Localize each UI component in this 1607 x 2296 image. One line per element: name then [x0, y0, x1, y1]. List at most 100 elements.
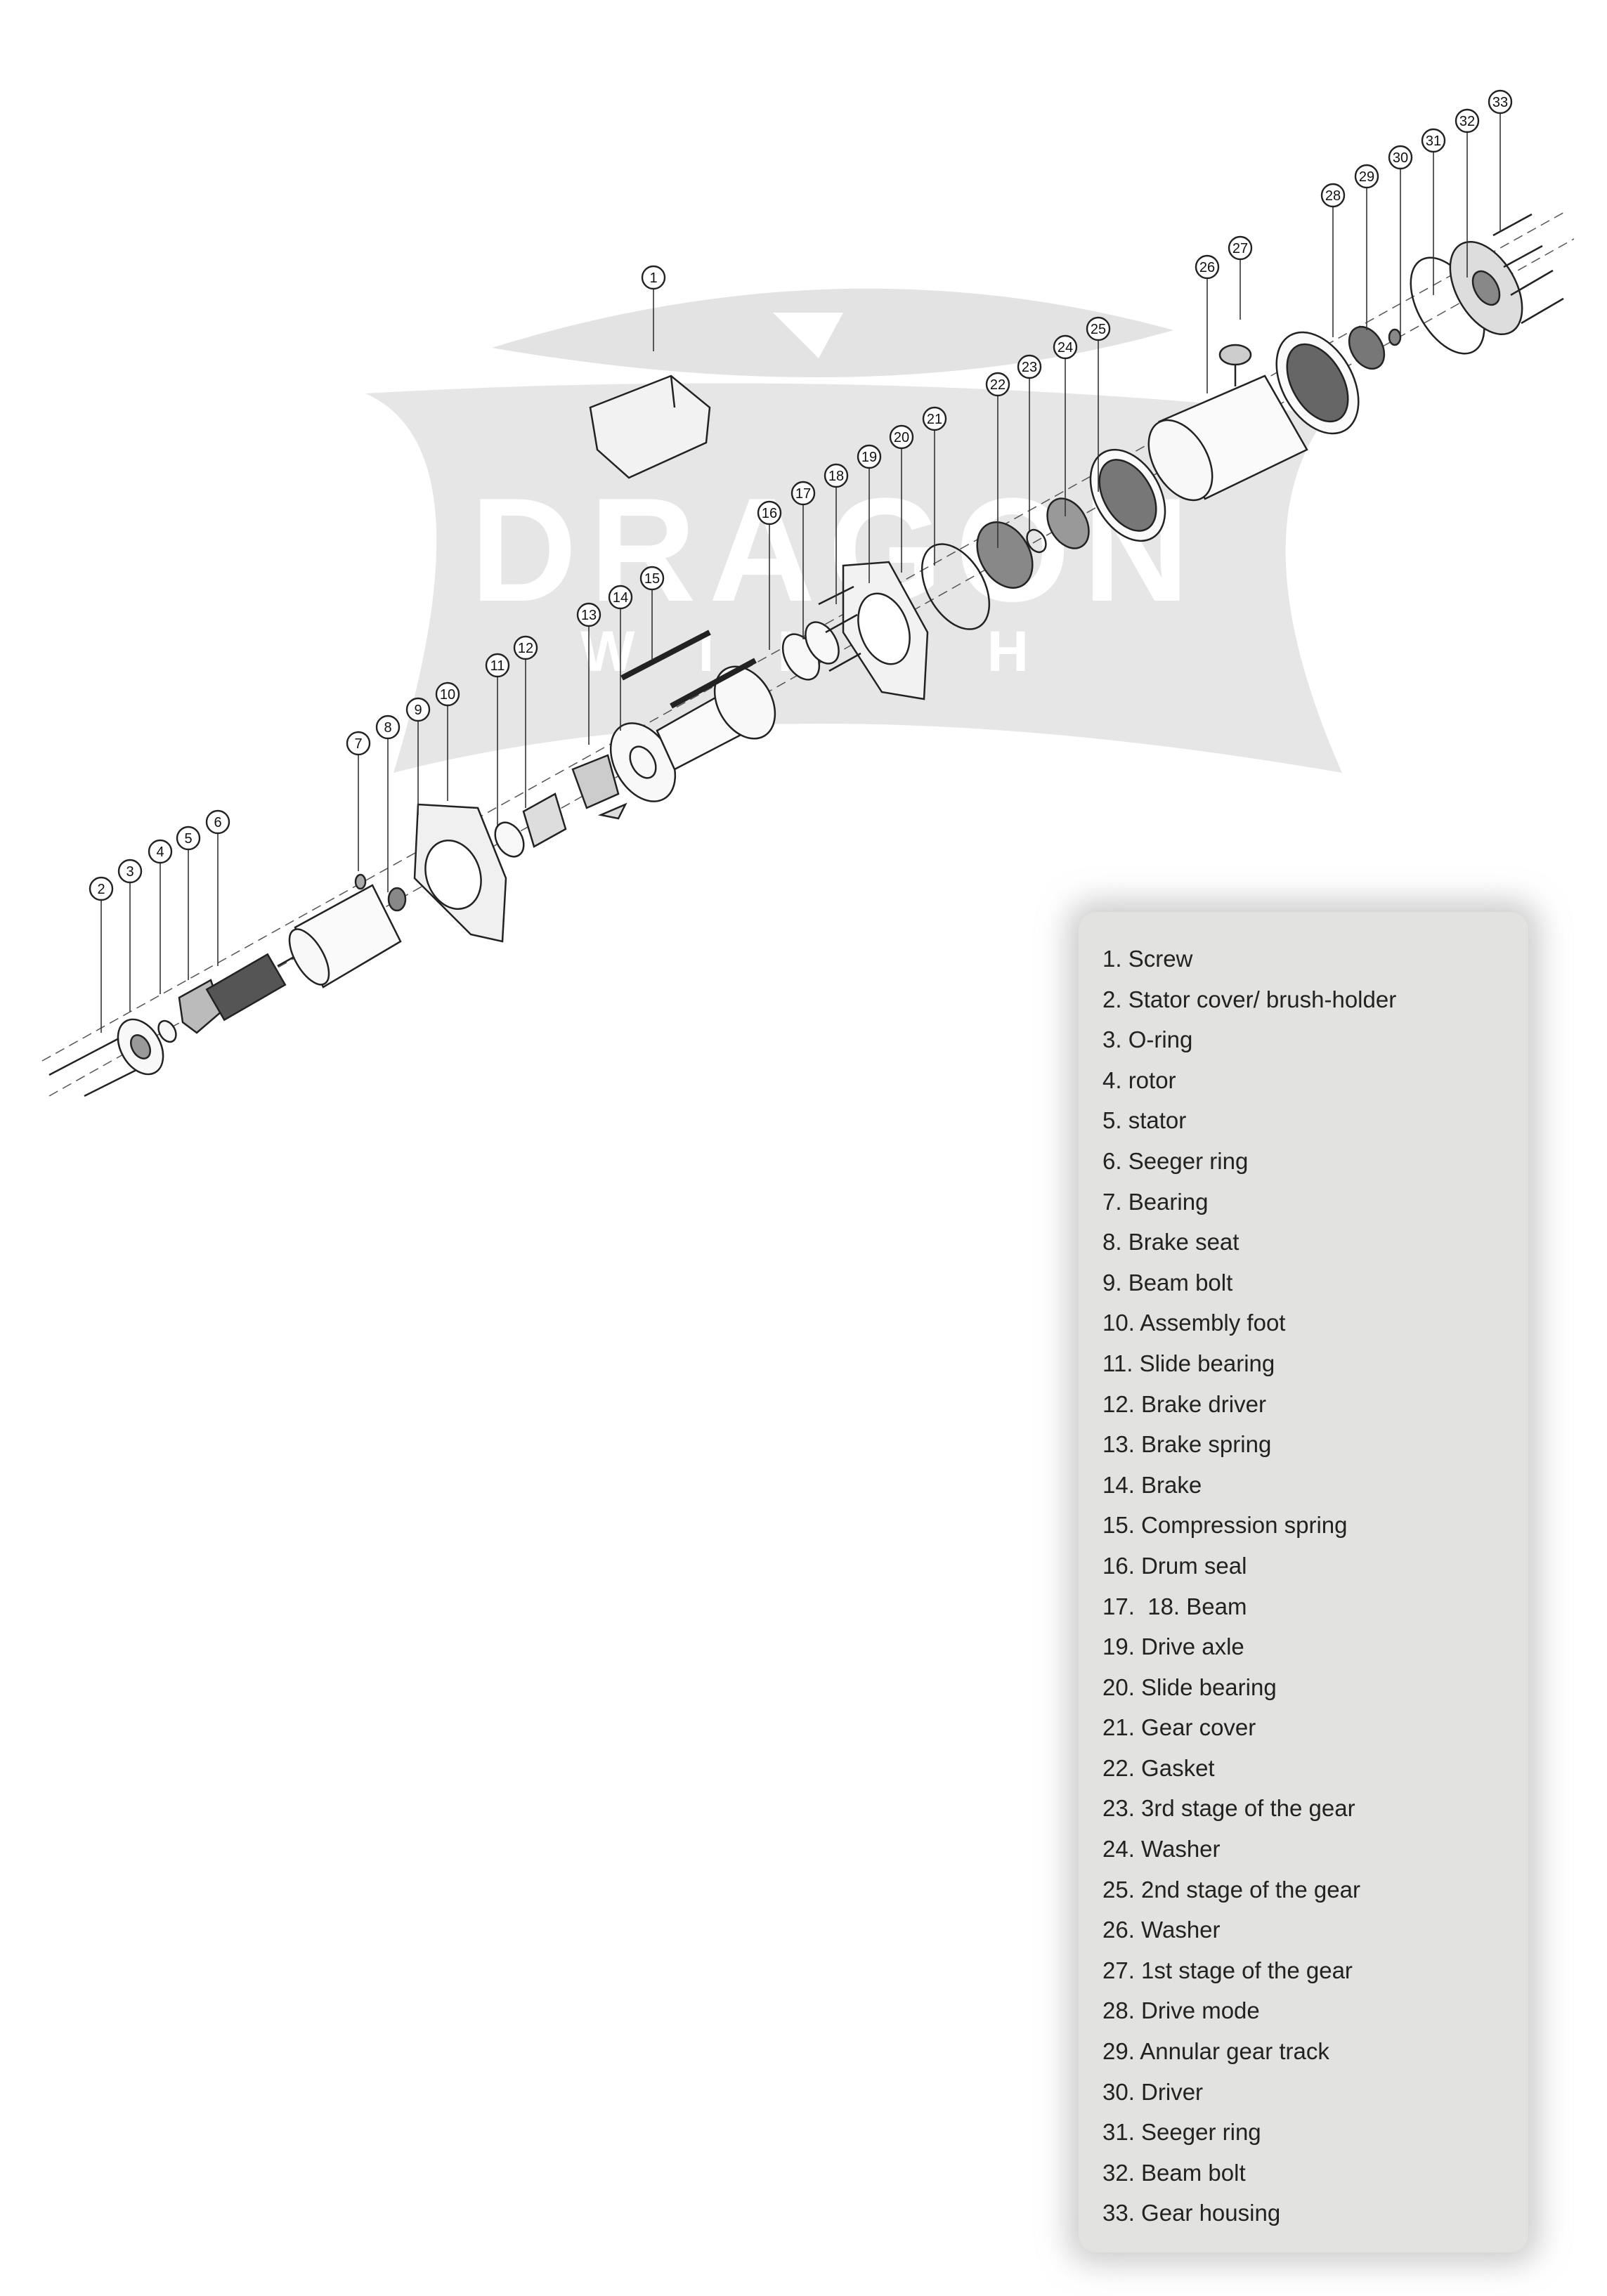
callout-circle [176, 826, 201, 851]
part-end-cover [48, 1018, 177, 1097]
legend-item: 22. Gasket [1102, 1754, 1215, 1781]
legend-item: 7. Bearing [1102, 1188, 1209, 1215]
callout-15: 15 [639, 566, 665, 660]
gear-1st-stage-knob [1218, 344, 1252, 366]
gear-cover-hole [857, 592, 911, 665]
callout-number: 16 [762, 506, 777, 521]
legend-item: 8. Brake seat [1102, 1229, 1240, 1255]
callout-25: 25 [1086, 316, 1111, 492]
callout-33: 33 [1488, 89, 1513, 232]
callout-32: 32 [1455, 108, 1480, 278]
callout-number: 32 [1459, 114, 1475, 129]
callout-number: 17 [795, 486, 811, 502]
callout-5: 5 [176, 826, 201, 980]
callout-number: 31 [1426, 133, 1441, 149]
end-cover-hub [130, 1034, 151, 1059]
callout-circle [857, 444, 882, 469]
legend-item: 25. 2nd stage of the gear [1102, 1876, 1360, 1903]
part-junction-box [589, 374, 711, 479]
callout-number: 26 [1199, 260, 1215, 275]
callout-number: 14 [613, 590, 628, 606]
o-ring-small [157, 1019, 177, 1043]
callout-circle [513, 635, 538, 660]
callout-circle [89, 876, 114, 901]
housing-bolt-2 [1503, 244, 1543, 268]
driver-gear [1348, 325, 1386, 370]
legend-item: 31. Seeger ring [1102, 2119, 1261, 2146]
callout-number: 11 [490, 658, 505, 674]
legend-item: 12. Brake driver [1102, 1390, 1266, 1417]
driver-nut [1388, 328, 1402, 346]
callout-circle [1053, 334, 1078, 360]
brake-wedge [597, 802, 627, 820]
junction-box-edge [670, 375, 676, 408]
callout-18: 18 [824, 463, 849, 604]
callout-13: 13 [576, 602, 601, 745]
compression-rod [670, 658, 757, 709]
callout-circle [922, 406, 947, 431]
legend-item: 32. Beam bolt [1102, 2159, 1246, 2186]
callout-number: 20 [894, 430, 909, 445]
drive-mode-inner [1286, 343, 1349, 423]
housing-bolt-1 [1492, 213, 1533, 237]
drum-flange-right [713, 665, 776, 740]
callout-circle [985, 372, 1010, 397]
callout-number: 1 [649, 270, 657, 286]
callout-number: 2 [97, 882, 105, 897]
callout-30: 30 [1388, 145, 1413, 334]
brake-driver-body [522, 792, 567, 848]
callout-circle [1228, 235, 1253, 261]
annular-gear-inner [1098, 459, 1157, 532]
callout-circle [639, 566, 665, 591]
callout-number: 6 [214, 815, 221, 830]
callout-22: 22 [985, 372, 1010, 548]
callout-circle [485, 653, 510, 678]
callout-number: 28 [1325, 188, 1341, 204]
callout-number: 4 [156, 844, 164, 860]
washer-small [1026, 528, 1047, 554]
callout-number: 22 [990, 377, 1006, 393]
rotor-core [205, 953, 287, 1022]
legend-item: 11. Slide bearing [1102, 1350, 1275, 1376]
legend-item: 17. 18. Beam [1102, 1593, 1247, 1619]
callout-circle [1455, 108, 1480, 133]
callout-24: 24 [1053, 334, 1078, 516]
legend-item: 16. Drum seal [1102, 1552, 1247, 1579]
callout-number: 13 [581, 608, 597, 623]
callout-circle [1488, 89, 1513, 115]
legend-item: 4. rotor [1102, 1067, 1176, 1093]
part-gear-housing-tube [1147, 344, 1308, 502]
callout-number: 30 [1393, 150, 1408, 166]
legend-item: 1. Screw [1102, 946, 1193, 972]
callout-2: 2 [89, 876, 114, 1033]
stator-end [288, 928, 330, 986]
callout-20: 20 [889, 424, 914, 573]
legend-item: 2. Stator cover/ brush-holder [1102, 986, 1397, 1012]
callout-19: 19 [857, 444, 882, 583]
drum-flange-left-hub [629, 745, 657, 779]
callout-circle [1086, 316, 1111, 341]
callout-7: 7 [346, 731, 371, 871]
callout-11: 11 [485, 653, 510, 826]
legend-item: 27. 1st stage of the gear [1102, 1957, 1353, 1983]
watermark-emblem [773, 313, 843, 358]
callout-circle [1421, 128, 1446, 153]
callout-23: 23 [1017, 354, 1042, 530]
legend-item: 6. Seeger ring [1102, 1147, 1249, 1174]
legend-item: 14. Brake [1102, 1471, 1202, 1498]
assembly-foot-hole [424, 840, 482, 910]
slide-bearing-ring [494, 821, 525, 858]
callout-circle [205, 809, 230, 835]
watermark-logo: DRAGON WINCH [365, 288, 1342, 773]
callout-3: 3 [117, 859, 143, 1012]
callout-4: 4 [148, 839, 173, 994]
callout-number: 24 [1058, 340, 1073, 356]
bolt-long-1 [48, 1035, 124, 1076]
part-gear-cover [818, 561, 929, 700]
callout-number: 3 [126, 864, 134, 880]
part-drum [609, 665, 776, 802]
legend-item: 10. Assembly foot [1102, 1310, 1286, 1336]
